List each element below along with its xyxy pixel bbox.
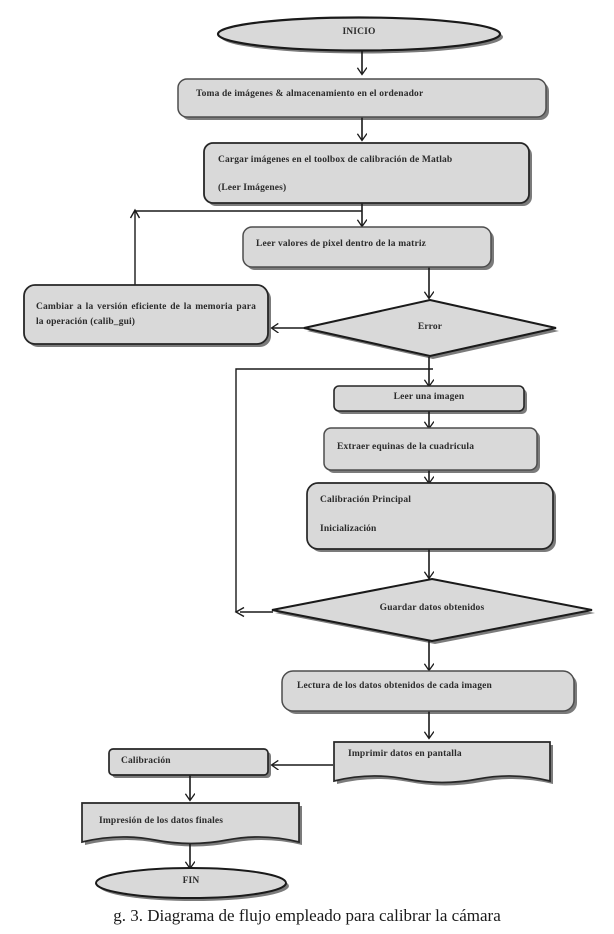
node-cargar-imagenes <box>203 142 530 204</box>
node-shapes <box>23 16 593 899</box>
node-leer-valores <box>242 226 492 268</box>
arrowhead-cambiar-up <box>129 208 141 219</box>
node-calibracion <box>108 748 269 776</box>
connectors <box>129 50 434 868</box>
figure-caption: g. 3. Diagrama de flujo empleado para ca… <box>113 906 501 925</box>
node-extraer-esquinas <box>323 427 538 471</box>
node-error-diamond <box>303 298 557 358</box>
node-calibracion-principal <box>306 482 554 550</box>
node-fin <box>95 867 287 899</box>
node-leer-imagen <box>333 385 525 412</box>
node-lectura-datos <box>281 670 575 712</box>
node-inicio <box>216 16 502 52</box>
node-cambiar-version <box>23 284 269 345</box>
node-toma-imagenes <box>177 78 547 118</box>
arrowhead-guardar-loop <box>234 606 245 618</box>
connector-guardar-loop-up <box>235 368 433 612</box>
node-impresion-finales <box>81 802 300 845</box>
node-guardar-datos-diamond <box>271 577 593 643</box>
node-imprimir-datos <box>333 741 551 784</box>
